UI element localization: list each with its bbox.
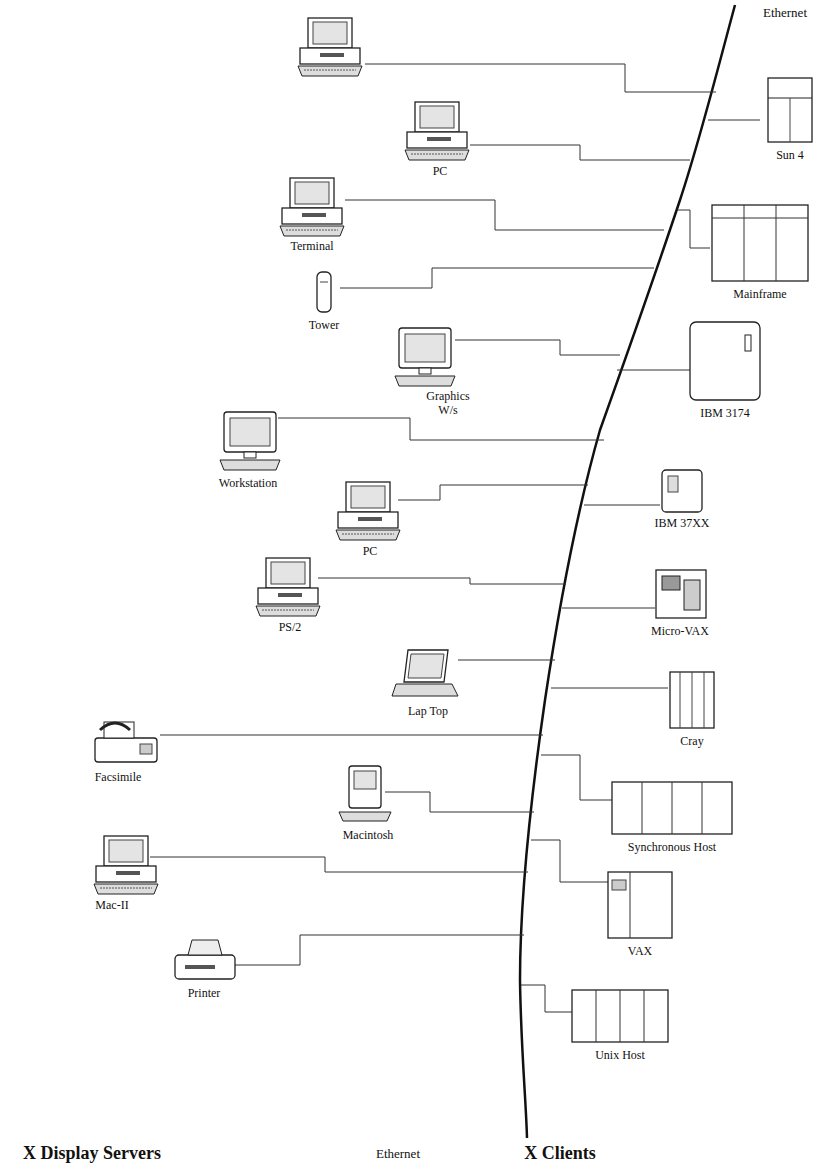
drop-line	[160, 735, 543, 736]
drop-line	[235, 935, 524, 965]
device-label: Mac-II	[93, 899, 130, 913]
drop-line	[150, 857, 528, 872]
device-label: Tower	[307, 319, 341, 333]
device-label: Synchronous Host	[626, 841, 718, 855]
device-label: Mainframe	[731, 288, 788, 302]
tower-icon	[317, 272, 331, 312]
drop-line	[551, 688, 668, 689]
macintosh-icon	[339, 766, 391, 821]
device-label: PC	[431, 165, 450, 179]
device-label: Printer	[186, 987, 223, 1001]
printer-icon	[175, 940, 235, 979]
drop-line	[541, 755, 612, 800]
ibm-37xx-icon	[662, 470, 702, 512]
mainframe-icon	[712, 205, 808, 281]
device-label: Lap Top	[406, 705, 450, 719]
terminal-icon	[280, 178, 344, 236]
device-label: Graphics W/s	[417, 390, 479, 418]
drop-line	[458, 660, 555, 661]
micro-vax-icon	[656, 570, 706, 618]
device-label: IBM 37XX	[652, 517, 711, 531]
laptop-icon	[392, 650, 458, 696]
facsimile-icon	[95, 722, 157, 762]
device-label: Micro-VAX	[649, 625, 711, 639]
device-label: Cray	[678, 735, 705, 749]
section-heading: X Display Servers	[21, 1143, 163, 1164]
device-label: VAX	[626, 945, 654, 959]
drop-line	[278, 418, 604, 440]
device-label: IBM 3174	[698, 407, 752, 421]
device-label: Ethernet	[761, 6, 809, 21]
sun4-icon	[768, 78, 812, 142]
drop-line	[708, 120, 760, 121]
drop-line	[385, 792, 534, 812]
drop-line	[398, 485, 588, 500]
device-label: Terminal	[288, 240, 335, 254]
ps2-icon	[256, 558, 320, 616]
pc-icon	[336, 482, 400, 540]
drop-line	[470, 145, 690, 160]
device-label: Macintosh	[341, 829, 396, 843]
device-label: Workstation	[217, 477, 279, 491]
drop-line	[345, 200, 664, 230]
drop-line	[617, 370, 690, 371]
graphics-workstation-icon	[395, 328, 455, 386]
drop-line	[562, 608, 655, 609]
workstation-icon	[220, 412, 280, 470]
device-label: PS/2	[277, 621, 304, 635]
device-label: Unix Host	[593, 1049, 647, 1063]
drop-line	[340, 268, 654, 288]
ibm-3174-icon	[690, 322, 760, 400]
section-heading: Ethernet	[374, 1147, 422, 1162]
drop-line	[584, 505, 660, 506]
drop-lines	[150, 64, 760, 1012]
drop-line	[318, 578, 566, 584]
pc-icon	[298, 18, 362, 76]
ethernet-cable	[520, 5, 735, 1138]
drop-line	[365, 64, 716, 92]
unix-host-icon	[572, 990, 668, 1042]
section-heading: X Clients	[522, 1143, 598, 1164]
device-label: Sun 4	[774, 149, 806, 163]
device-label: PC	[361, 545, 380, 559]
vax-icon	[608, 872, 672, 938]
drop-line	[455, 340, 620, 355]
drop-line	[677, 210, 710, 248]
drop-line	[531, 840, 608, 882]
mac-ii-icon	[94, 836, 158, 894]
device-label: Facsimile	[93, 771, 144, 785]
pc-icon	[405, 102, 469, 160]
cray-icon	[670, 672, 714, 728]
drop-line	[521, 985, 572, 1012]
synchronous-host-icon	[612, 782, 732, 834]
